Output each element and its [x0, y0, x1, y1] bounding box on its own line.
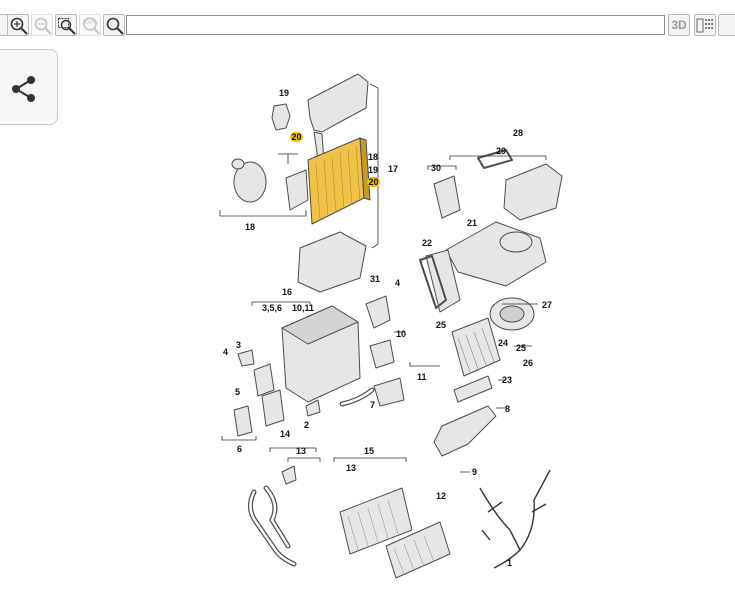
- callout-7[interactable]: 7: [370, 400, 376, 410]
- callout-18[interactable]: 18: [368, 152, 379, 162]
- callout-12[interactable]: 12: [436, 491, 447, 501]
- search-input[interactable]: [126, 15, 665, 35]
- zoom-area-button[interactable]: [55, 14, 77, 36]
- search-button[interactable]: [103, 14, 125, 36]
- callout-22[interactable]: 22: [422, 238, 433, 248]
- callout-18[interactable]: 18: [245, 222, 256, 232]
- callout-1[interactable]: 1: [507, 558, 513, 568]
- callout-5[interactable]: 5: [235, 387, 241, 397]
- callout-14[interactable]: 14: [280, 429, 291, 439]
- grid-view-button[interactable]: [694, 14, 716, 36]
- zoom-100-button[interactable]: 100%: [79, 14, 101, 36]
- grid-view-icon: [696, 18, 713, 33]
- magnifier-100-icon: [83, 17, 100, 35]
- magnifier-plus-icon: [10, 17, 28, 35]
- magnifier-minus-icon: [34, 17, 52, 35]
- callout-10-11[interactable]: 10,11: [292, 303, 315, 313]
- magnifier-area-icon: [58, 18, 76, 35]
- callout-25[interactable]: 25: [436, 320, 447, 330]
- callout-24[interactable]: 24: [498, 338, 509, 348]
- callout-8[interactable]: 8: [505, 404, 511, 414]
- view-3d-button[interactable]: 3D: [668, 14, 690, 36]
- share-icon: [12, 76, 35, 102]
- zoom-100-label: 100%: [82, 20, 98, 26]
- zoom-out-button[interactable]: [31, 14, 53, 36]
- callout-25[interactable]: 25: [516, 343, 527, 353]
- magnifier-icon: [106, 17, 124, 35]
- toolbar-extra-button[interactable]: [718, 14, 735, 36]
- callout-6[interactable]: 6: [237, 444, 243, 454]
- callout-15[interactable]: 15: [364, 446, 375, 456]
- callout-29[interactable]: 29: [496, 146, 507, 156]
- share-button[interactable]: [0, 49, 58, 125]
- callout-23[interactable]: 23: [502, 375, 513, 385]
- callout-28[interactable]: 28: [513, 128, 524, 138]
- callout-11[interactable]: 11: [417, 372, 427, 382]
- callout-13[interactable]: 13: [296, 446, 307, 456]
- zoom-in-button[interactable]: [7, 14, 29, 36]
- callout-16[interactable]: 16: [282, 287, 293, 297]
- callout-19[interactable]: 19: [368, 165, 379, 175]
- callout-21[interactable]: 21: [467, 218, 478, 228]
- callout-20[interactable]: 20: [290, 132, 303, 142]
- callout-10[interactable]: 10: [396, 329, 407, 339]
- callout-31[interactable]: 31: [370, 274, 381, 284]
- callout-3-5-6[interactable]: 3,5,6: [262, 303, 283, 313]
- parts-diagram: 19 20 18 19 20 17 18 28 29 30 21 22 16 3…: [190, 60, 590, 600]
- callout-2[interactable]: 2: [304, 420, 310, 430]
- callout-9[interactable]: 9: [472, 467, 478, 477]
- callout-30[interactable]: 30: [431, 163, 442, 173]
- callout-13[interactable]: 13: [346, 463, 357, 473]
- toolbar: 100% 3D: [0, 0, 735, 40]
- callout-19[interactable]: 19: [279, 88, 290, 98]
- callout-20[interactable]: 20: [367, 177, 380, 187]
- callout-26[interactable]: 26: [523, 358, 534, 368]
- callout-3[interactable]: 3: [236, 340, 242, 350]
- callout-4[interactable]: 4: [223, 347, 229, 357]
- callout-27[interactable]: 27: [542, 300, 553, 310]
- exploded-view-drawing: [219, 73, 563, 579]
- callout-17[interactable]: 17: [388, 164, 399, 174]
- callout-4[interactable]: 4: [395, 278, 401, 288]
